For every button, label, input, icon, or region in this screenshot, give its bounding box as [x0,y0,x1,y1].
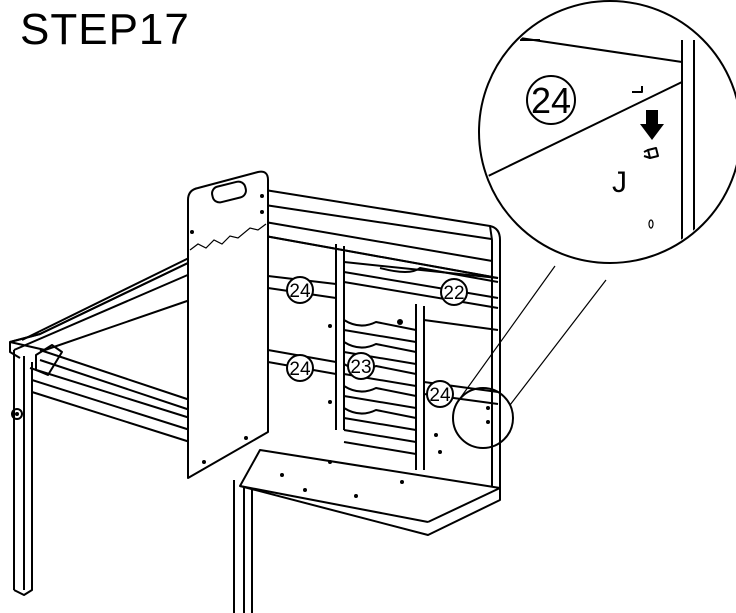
callout-22: 22 [440,278,468,306]
callout-24-mid-left: 24 [286,354,314,382]
callout-label: 24 [289,359,311,380]
knob-icon [11,408,23,420]
callout-label: 24 [429,385,451,406]
detail-part-label: 24 [531,80,571,121]
desk-drawing [9,254,253,613]
callout-label: 22 [443,283,464,304]
screw-icon [647,147,659,159]
hutch-bottom-panel [239,449,501,536]
step-title: STEP17 [20,5,190,54]
callout-label: 23 [350,357,371,378]
magnifier-callout: 24 J [452,0,736,449]
hutch-right-panel [489,225,501,491]
handle-cutout [211,180,247,204]
arrow-down-icon [640,110,664,140]
callout-label: 24 [289,281,311,302]
callout-24-top-left: 24 [286,276,314,304]
hutch-drawing [187,170,501,536]
callout-23: 23 [347,352,375,380]
hutch-left-side-panel [187,170,269,479]
hardware-label: J [612,166,627,199]
callout-24-right: 24 [426,380,454,408]
detail-circle [478,0,736,264]
magnifier-source-circle [452,387,514,449]
